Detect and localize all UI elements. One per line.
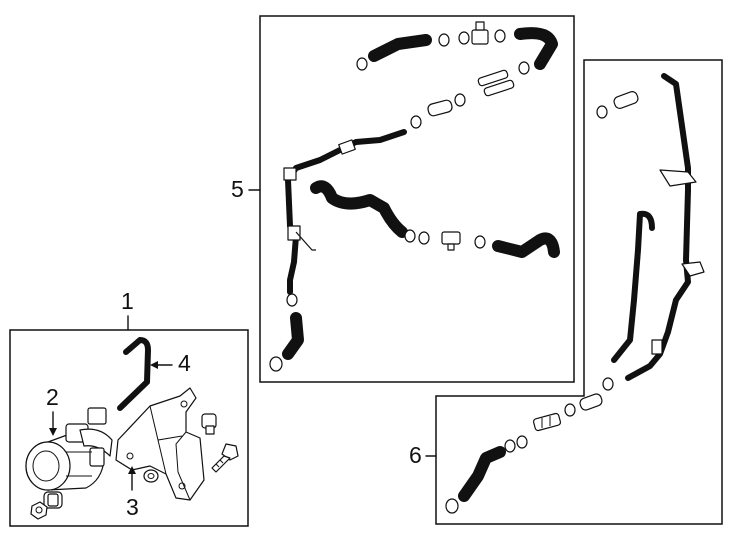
- hose-lower-6: [458, 446, 506, 502]
- clamp-1: [356, 57, 368, 71]
- hose-lower-left-5: [282, 312, 304, 360]
- part-3-bracket: [115, 387, 205, 501]
- check-valve-1: [471, 21, 489, 45]
- group-box-6: [435, 59, 723, 525]
- callout-5: 5: [231, 176, 244, 202]
- leader-3: [128, 466, 136, 491]
- callout-4: 4: [178, 350, 191, 376]
- hose-middle-5: [310, 180, 408, 238]
- callout-2: 2: [46, 384, 59, 410]
- callout-1: 1: [121, 288, 134, 314]
- bolt-b: [211, 443, 239, 473]
- leader-2: [49, 411, 57, 436]
- check-valve-2: [441, 231, 461, 251]
- clamp-11: [418, 231, 430, 245]
- clamp-6: [454, 93, 466, 107]
- grommet-a: [43, 491, 63, 509]
- clamp-3: [458, 31, 470, 45]
- grommet-b: [143, 469, 159, 483]
- hose-short-6: [613, 91, 639, 109]
- group-box-5: [259, 15, 575, 383]
- clamp-13: [596, 105, 608, 119]
- hose-short-1: [427, 99, 453, 117]
- bolt-a: [201, 413, 217, 435]
- clamp-15: [564, 403, 576, 417]
- leader-4: [150, 361, 173, 369]
- loop-tube-6: [611, 210, 655, 363]
- pipe-piece-1: [477, 69, 515, 97]
- hose-lower-right-5: [492, 232, 560, 258]
- clamp-9: [269, 356, 283, 372]
- clamp-18: [445, 498, 459, 514]
- check-valve-3: [532, 412, 562, 432]
- clamp-10: [404, 229, 416, 243]
- callout-6: 6: [409, 442, 422, 468]
- clamp-7: [410, 115, 422, 129]
- hard-line-6: [625, 73, 705, 381]
- part-4-tube: [117, 337, 151, 411]
- hose-upper-b: [514, 27, 558, 70]
- part-2-pump: [25, 407, 113, 491]
- group-box-1: [9, 329, 249, 527]
- clamp-5: [518, 61, 530, 75]
- clamp-17: [504, 439, 516, 453]
- clamp-4: [494, 29, 506, 43]
- hard-line-5: [283, 129, 407, 295]
- callout-3: 3: [126, 494, 139, 520]
- clamp-16: [516, 435, 528, 449]
- clamp-12: [474, 235, 486, 249]
- clamp-8: [286, 293, 298, 307]
- hose-upper-a: [368, 34, 432, 62]
- clamp-14: [602, 377, 614, 391]
- hose-short-6b: [579, 393, 603, 411]
- clamp-2: [438, 33, 450, 47]
- nut-a: [30, 501, 48, 520]
